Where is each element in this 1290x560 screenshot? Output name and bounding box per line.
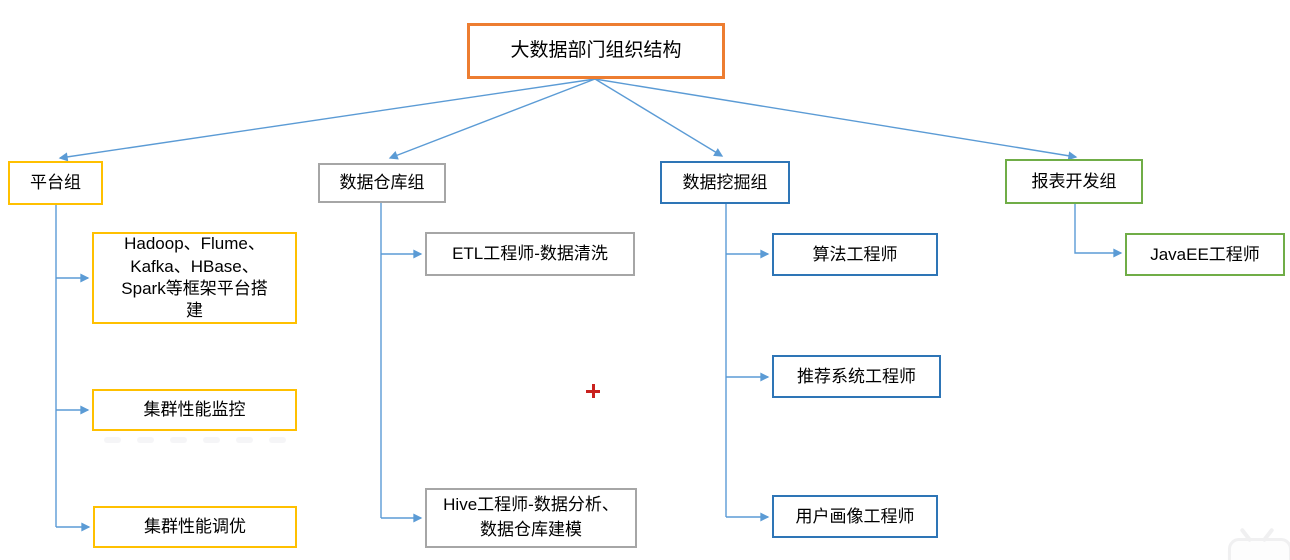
group-label: 报表开发组 [1031, 171, 1117, 191]
video-player-watermark-icon [1222, 527, 1290, 560]
task-label: JavaEE工程师 [1150, 244, 1260, 264]
task-box-etl-engineer: ETL工程师-数据清洗 [425, 232, 635, 276]
task-box-algorithm-engineer: 算法工程师 [772, 233, 938, 276]
task-label: ETL工程师-数据清洗 [452, 244, 608, 264]
group-label: 数据挖掘组 [682, 172, 768, 192]
task-box-user-profile-engineer: 用户画像工程师 [772, 495, 938, 538]
group-label: 平台组 [30, 173, 81, 193]
group-box-warehouse: 数据仓库组 [318, 163, 446, 203]
red-plus-cursor [586, 384, 600, 398]
task-label: 集群性能监控 [143, 400, 246, 420]
group-box-data-mining: 数据挖掘组 [660, 161, 790, 204]
group-label: 数据仓库组 [339, 173, 425, 193]
task-label: 用户画像工程师 [795, 506, 915, 526]
tv-body [1228, 538, 1290, 560]
group-box-report-dev: 报表开发组 [1005, 159, 1143, 204]
task-label: 算法工程师 [812, 244, 898, 264]
task-box-framework-setup: Hadoop、Flume、 Kafka、HBase、 Spark等框架平台搭 建 [92, 232, 297, 324]
faint-watermark-marks [104, 437, 286, 443]
task-box-cluster-monitoring: 集群性能监控 [92, 389, 297, 431]
task-box-hive-engineer: Hive工程师-数据分析、 数据仓库建模 [425, 488, 637, 548]
task-box-javaee-engineer: JavaEE工程师 [1125, 233, 1285, 276]
task-label: Hadoop、Flume、 Kafka、HBase、 Spark等框架平台搭 建 [121, 234, 268, 321]
task-label: 推荐系统工程师 [797, 366, 916, 386]
task-box-cluster-tuning: 集群性能调优 [93, 506, 297, 548]
task-label: Hive工程师-数据分析、 数据仓库建模 [443, 495, 619, 539]
task-box-recommendation-engineer: 推荐系统工程师 [772, 355, 941, 398]
diagram-title-box: 大数据部门组织结构 [467, 23, 725, 79]
group-box-platform: 平台组 [8, 161, 103, 205]
task-label: 集群性能调优 [144, 517, 246, 537]
diagram-title: 大数据部门组织结构 [510, 39, 682, 61]
